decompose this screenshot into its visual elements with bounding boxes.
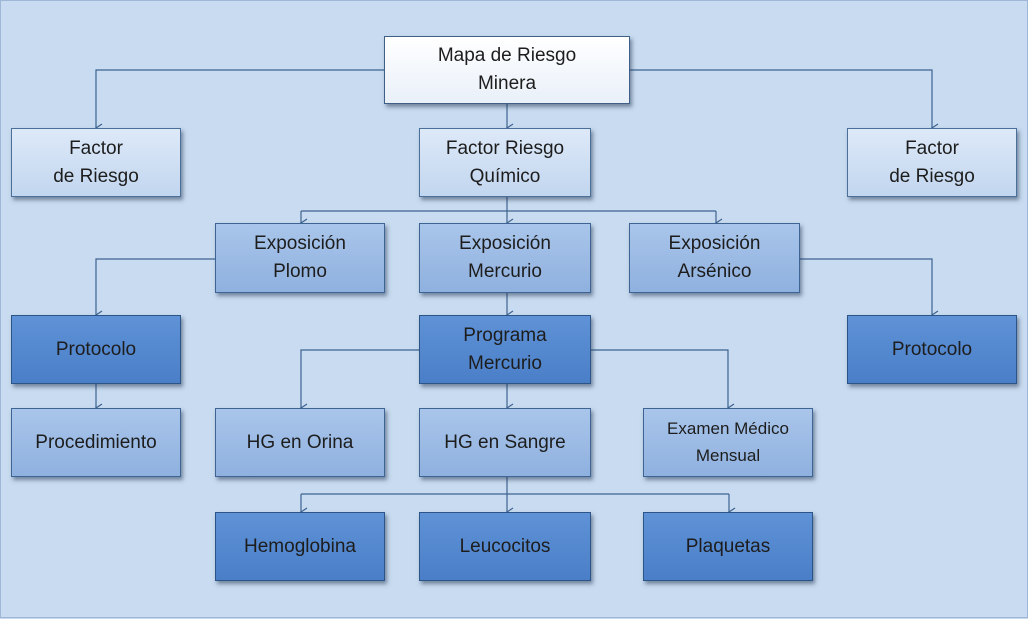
node-factor-riesgo-right: Factor de Riesgo [847, 128, 1017, 197]
connector-plomo-protocolo [94, 258, 215, 320]
node-exposicion-mercurio: Exposición Mercurio [419, 223, 591, 293]
node-protocolo-left: Protocolo [11, 315, 181, 384]
connector-mapa-factor-der [630, 69, 939, 133]
node-hg-en-orina: HG en Orina [215, 408, 385, 477]
node-mapa-riesgo-minera: Mapa de Riesgo Minera [384, 36, 630, 104]
connector-programa-examen [591, 349, 735, 413]
node-exposicion-plomo: Exposición Plomo [215, 223, 385, 293]
node-factor-riesgo-left: Factor de Riesgo [11, 128, 181, 197]
connector-arsenico-protocolo [800, 258, 939, 320]
node-hg-en-sangre: HG en Sangre [419, 408, 591, 477]
node-factor-riesgo-quimico: Factor Riesgo Químico [419, 128, 591, 197]
node-exposicion-arsenico: Exposición Arsénico [629, 223, 800, 293]
node-plaquetas: Plaquetas [643, 512, 813, 581]
node-examen-medico-mensual: Examen Médico Mensual [643, 408, 813, 477]
connector-mapa-factor-izq [94, 69, 384, 133]
connector-programa-orina [299, 349, 419, 413]
node-leucocitos: Leucocitos [419, 512, 591, 581]
node-protocolo-right: Protocolo [847, 315, 1017, 384]
node-procedimiento: Procedimiento [11, 408, 181, 477]
node-programa-mercurio: Programa Mercurio [419, 315, 591, 384]
node-hemoglobina: Hemoglobina [215, 512, 385, 581]
